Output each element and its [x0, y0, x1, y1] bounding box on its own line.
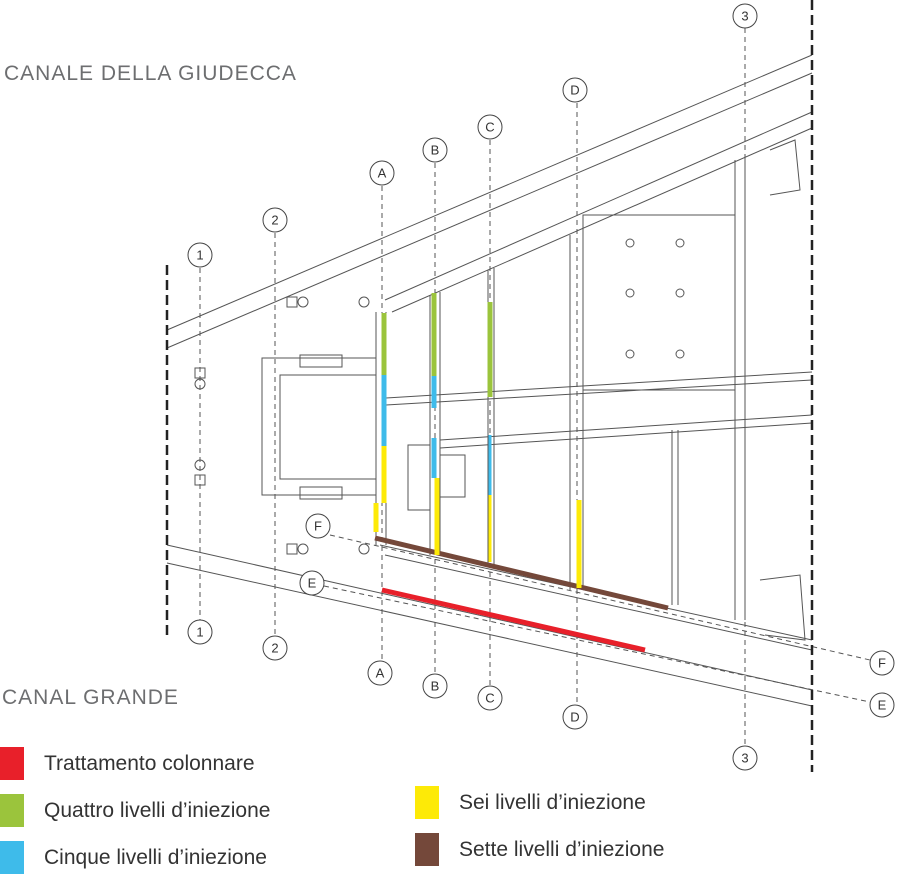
- grid-label-b-top: B: [431, 143, 440, 158]
- grid-label-d-top: D: [570, 83, 579, 98]
- legend-swatch-brown: [415, 833, 439, 866]
- legend-label: Quattro livelli d’iniezione: [44, 798, 271, 822]
- grid-label-e-left: E: [308, 576, 317, 591]
- canale-della-giudecca-label: CANALE DELLA GIUDECCA: [4, 62, 297, 85]
- grid-label-c-bottom: C: [485, 691, 494, 706]
- red-treatment: [381, 587, 646, 653]
- grid-label-a-top: A: [378, 166, 387, 181]
- canal-grande-label: CANAL GRANDE: [2, 686, 179, 709]
- brown-treatment: [374, 535, 669, 611]
- legend-swatch-red: [0, 747, 24, 780]
- legend-swatch-blue: [0, 841, 24, 874]
- legend-label: Cinque livelli d’iniezione: [44, 845, 267, 869]
- legend-swatch-yellow: [415, 786, 439, 819]
- legend-item-sei: Sei livelli d’iniezione: [415, 786, 646, 819]
- grid-label-d-bottom: D: [570, 710, 579, 725]
- grid-lines: [199, 28, 871, 745]
- grid-label-circles: [187, 3, 895, 771]
- grid-label-3-top: 3: [741, 9, 748, 24]
- treatments: [373, 293, 669, 653]
- grid-label-3-bottom: 3: [741, 751, 748, 766]
- grid-label-2-top: 2: [271, 213, 278, 228]
- grid-label-b-bottom: B: [431, 679, 440, 694]
- legend-item-sette: Sette livelli d’iniezione: [415, 833, 664, 866]
- legend-item-colonnare: Trattamento colonnare: [0, 747, 255, 780]
- grid-label-a-bottom: A: [376, 666, 385, 681]
- grid-label-f-left: F: [314, 519, 322, 534]
- legend-swatch-green: [0, 794, 24, 827]
- section-boundaries: [165, 0, 814, 772]
- grid-label-f-right: F: [878, 656, 886, 671]
- grid-label-e-right: E: [878, 698, 887, 713]
- legend-item-quattro: Quattro livelli d’iniezione: [0, 794, 270, 827]
- legend-item-cinque: Cinque livelli d’iniezione: [0, 841, 267, 874]
- legend-label: Sei livelli d’iniezione: [459, 790, 646, 814]
- grid-label-1-bottom: 1: [196, 625, 203, 640]
- grid-label-c-top: C: [485, 120, 494, 135]
- legend-label: Trattamento colonnare: [44, 751, 255, 775]
- grid-label-1-top: 1: [196, 248, 203, 263]
- grid-label-2-bottom: 2: [271, 641, 278, 656]
- legend-label: Sette livelli d’iniezione: [459, 837, 665, 861]
